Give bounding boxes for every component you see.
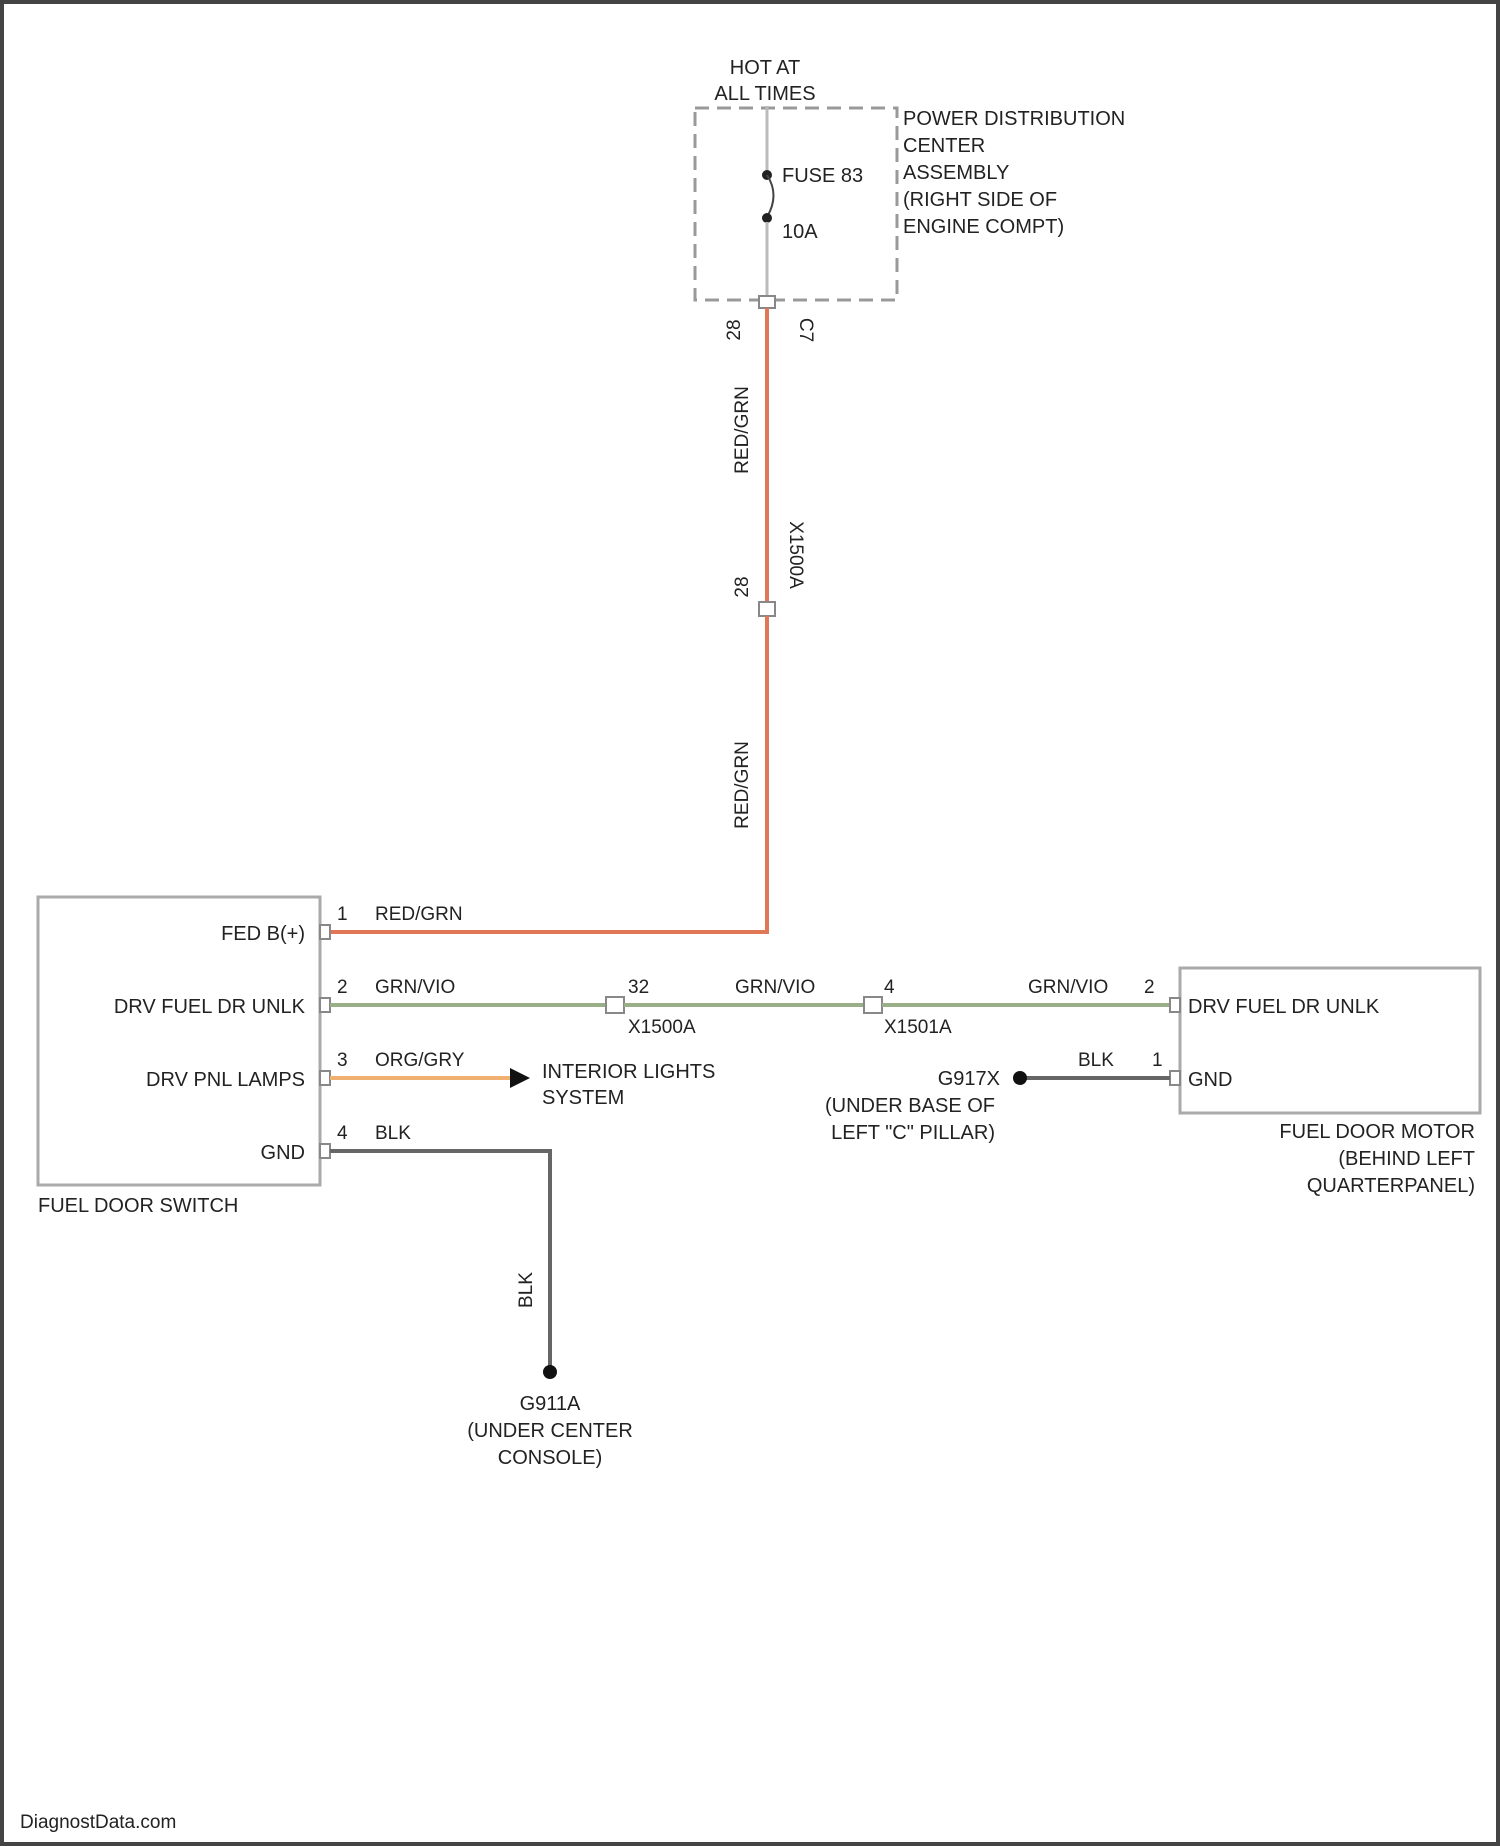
g917x-ground-icon xyxy=(1013,1071,1027,1085)
switch-pin3-terminal xyxy=(320,1071,330,1085)
switch-ground-wire-color: BLK xyxy=(516,1272,537,1308)
switch-pin2-terminal xyxy=(320,998,330,1012)
fuse-name: FUSE 83 xyxy=(782,165,863,187)
fuel-door-motor-box xyxy=(1180,968,1480,1113)
pdc-label-2: CENTER xyxy=(903,135,985,157)
pdc-label-5: ENGINE COMPT) xyxy=(903,216,1064,238)
g911a-loc-1: (UNDER CENTER xyxy=(467,1420,633,1442)
switch-pin3-label: DRV PNL LAMPS xyxy=(146,1069,305,1091)
pdc-dashed-box xyxy=(695,108,897,300)
switch-pin4-label: GND xyxy=(261,1142,305,1164)
motor-pin2-wire: GRN/VIO xyxy=(1028,977,1108,998)
g917x-loc-1: (UNDER BASE OF xyxy=(825,1095,995,1117)
switch-pin1-terminal xyxy=(320,925,330,939)
x1501a-name: X1501A xyxy=(884,1017,952,1038)
motor-pin1-label: GND xyxy=(1188,1069,1232,1091)
switch-pin2-label: DRV FUEL DR UNLK xyxy=(114,996,306,1018)
switch-title: FUEL DOOR SWITCH xyxy=(38,1195,238,1217)
switch-pin3-num: 3 xyxy=(337,1050,348,1071)
feed-wire-color-lower: RED/GRN xyxy=(732,741,753,829)
switch-pin2-num: 2 xyxy=(337,977,348,998)
pdc-pin-left: 28 xyxy=(724,319,745,340)
motor-pin2-num: 2 xyxy=(1144,977,1155,998)
switch-pin4-wire: BLK xyxy=(375,1123,411,1144)
motor-title-3: QUARTERPANEL) xyxy=(1307,1175,1475,1197)
g911a-loc-2: CONSOLE) xyxy=(498,1447,602,1469)
switch-pin1-num: 1 xyxy=(337,904,348,925)
mid-wire-color: GRN/VIO xyxy=(735,977,815,998)
x1501a-connector xyxy=(864,997,882,1013)
motor-pin1-wire: BLK xyxy=(1078,1050,1114,1071)
g911a-ground-icon xyxy=(543,1365,557,1379)
g917x-name: G917X xyxy=(938,1068,1000,1090)
switch-ground-wire xyxy=(330,1151,550,1368)
pdc-label-1: POWER DISTRIBUTION xyxy=(903,108,1125,130)
x1500a-connector xyxy=(606,997,624,1013)
switch-pin1-wire: RED/GRN xyxy=(375,904,463,925)
pdc-pin-right: C7 xyxy=(795,318,816,342)
interior-lights-label-1: INTERIOR LIGHTS xyxy=(542,1061,715,1083)
motor-pin1-num: 1 xyxy=(1152,1050,1163,1071)
g911a-name: G911A xyxy=(520,1393,581,1415)
interior-lights-label-2: SYSTEM xyxy=(542,1087,624,1109)
switch-pin3-wire: ORG/GRY xyxy=(375,1050,465,1071)
motor-pin2-label: DRV FUEL DR UNLK xyxy=(1188,996,1380,1018)
motor-pin1-terminal xyxy=(1170,1071,1180,1085)
hot-at-label: HOT AT xyxy=(730,57,800,79)
feed-connector-pin: 28 xyxy=(732,576,753,597)
interior-lights-arrow xyxy=(510,1068,530,1088)
switch-pin4-terminal xyxy=(320,1144,330,1158)
motor-title-1: FUEL DOOR MOTOR xyxy=(1279,1121,1475,1143)
pdc-label-4: (RIGHT SIDE OF xyxy=(903,189,1057,211)
switch-pin4-num: 4 xyxy=(337,1123,348,1144)
watermark: DiagnostData.com xyxy=(20,1812,176,1833)
pdc-label-3: ASSEMBLY xyxy=(903,162,1009,184)
g917x-loc-2: LEFT "C" PILLAR) xyxy=(831,1122,995,1144)
feed-wire-color-upper: RED/GRN xyxy=(732,386,753,474)
all-times-label: ALL TIMES xyxy=(714,83,815,105)
feed-connector-name: X1500A xyxy=(785,521,806,589)
fuse-element xyxy=(767,175,774,217)
fuse-rating: 10A xyxy=(782,221,818,243)
motor-title-2: (BEHIND LEFT xyxy=(1338,1148,1475,1170)
x1500a-connector-vertical xyxy=(759,602,775,616)
x1500a-name: X1500A xyxy=(628,1017,696,1038)
pdc-connector xyxy=(759,296,775,308)
switch-pin1-label: FED B(+) xyxy=(221,923,305,945)
motor-pin2-terminal xyxy=(1170,998,1180,1012)
x1501a-pin: 4 xyxy=(884,977,895,998)
fuse-terminal-bottom xyxy=(762,213,772,223)
switch-pin2-wire: GRN/VIO xyxy=(375,977,455,998)
x1500a-pin: 32 xyxy=(628,977,649,998)
